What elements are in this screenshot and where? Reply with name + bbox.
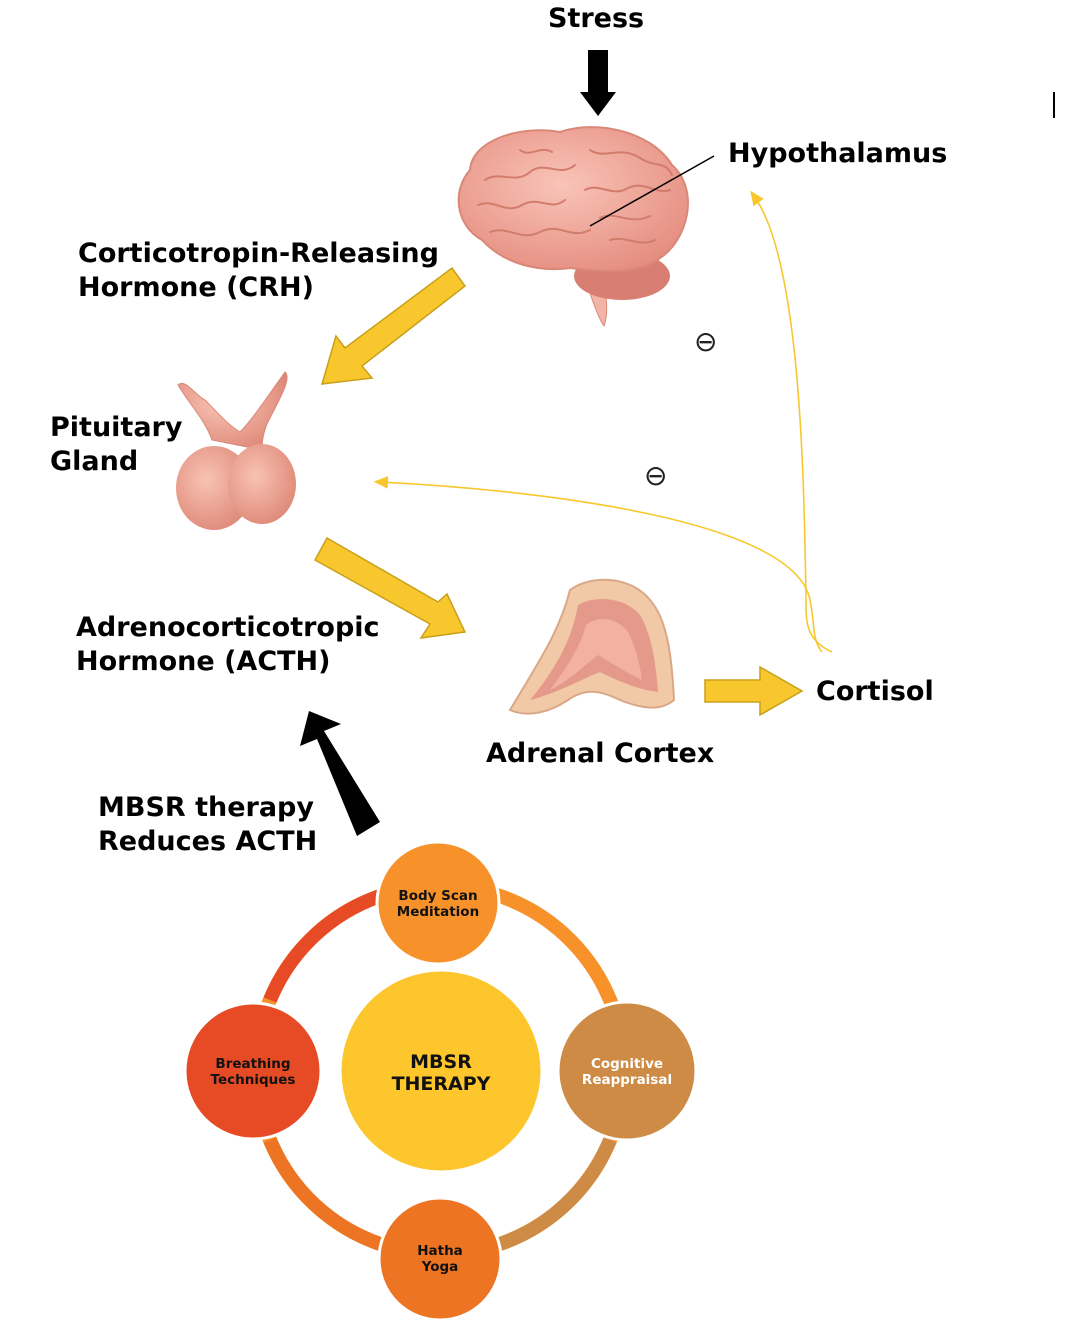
body-scan-label-line1: Body Scan <box>398 888 477 904</box>
acth-label-line1: Adrenocorticotropic <box>76 612 380 643</box>
mbsr-label-line1: MBSR therapy <box>98 792 314 823</box>
crh-label-line2: Hormone (CRH) <box>78 272 314 303</box>
adrenal-cortex-icon <box>508 578 676 715</box>
body-scan-label-line2: Meditation <box>397 904 479 920</box>
stress-arrow <box>580 50 616 116</box>
cycle-ring-bottom-left <box>263 1137 383 1251</box>
breathing-techniques-circle <box>183 1001 323 1141</box>
crh-label: Corticotropin-Releasing Hormone (CRH) <box>78 237 439 305</box>
hatha-yoga-circle <box>377 1196 503 1322</box>
inhibit-symbol-hypothalamus: ⊖ <box>694 325 718 358</box>
crh-label-line1: Corticotropin-Releasing <box>78 238 439 269</box>
acth-label-line2: Hormone (ACTH) <box>76 646 331 677</box>
mbsr-label-line2: Reduces ACTH <box>98 826 318 857</box>
hatha-label-line2: Yoga <box>421 1259 459 1275</box>
inhibit-symbol-pituitary: ⊖ <box>644 459 668 492</box>
pituitary-label: Pituitary Gland <box>50 411 182 479</box>
brain-icon <box>457 126 689 328</box>
hypothalamus-label: Hypothalamus <box>728 138 948 169</box>
center-label-line2: THERAPY <box>392 1073 491 1095</box>
feedback-to-pituitary <box>373 476 823 653</box>
center-label-line1: MBSR <box>410 1051 472 1073</box>
hypothalamus-pointer-line <box>589 155 715 227</box>
text-cursor <box>1053 92 1055 118</box>
body-scan-circle <box>375 840 501 966</box>
pituitary-icon <box>176 371 296 530</box>
cognitive-reappraisal-circle <box>556 1000 698 1142</box>
cycle-ring-top-right <box>497 889 617 1003</box>
feedback-to-hypothalamus <box>750 190 833 653</box>
cognitive-label-line2: Reappraisal <box>582 1072 672 1088</box>
pituitary-label-line1: Pituitary <box>50 412 183 443</box>
mbsr-arrow <box>300 711 380 836</box>
center-circle <box>338 968 544 1174</box>
cycle-ring-left-top <box>263 889 383 1003</box>
mbsr-cycle: MBSR THERAPY Body Scan Meditation Cognit… <box>183 840 698 1322</box>
cycle-ring-right-bottom <box>497 1137 617 1251</box>
hatha-label-line1: Hatha <box>417 1243 463 1259</box>
pituitary-label-line2: Gland <box>50 446 139 477</box>
crh-arrow <box>320 266 467 385</box>
cortisol-label: Cortisol <box>816 676 934 707</box>
acth-arrow <box>313 536 467 639</box>
stress-label: Stress <box>548 3 645 34</box>
adrenal-cortex-label: Adrenal Cortex <box>486 738 715 769</box>
cortisol-arrow <box>704 665 804 717</box>
breathing-label-line1: Breathing <box>215 1056 290 1072</box>
breathing-label-line2: Techniques <box>211 1072 296 1088</box>
acth-label: Adrenocorticotropic Hormone (ACTH) <box>76 611 380 679</box>
mbsr-reduces-label: MBSR therapy Reduces ACTH <box>98 791 317 859</box>
cognitive-label-line1: Cognitive <box>591 1056 663 1072</box>
